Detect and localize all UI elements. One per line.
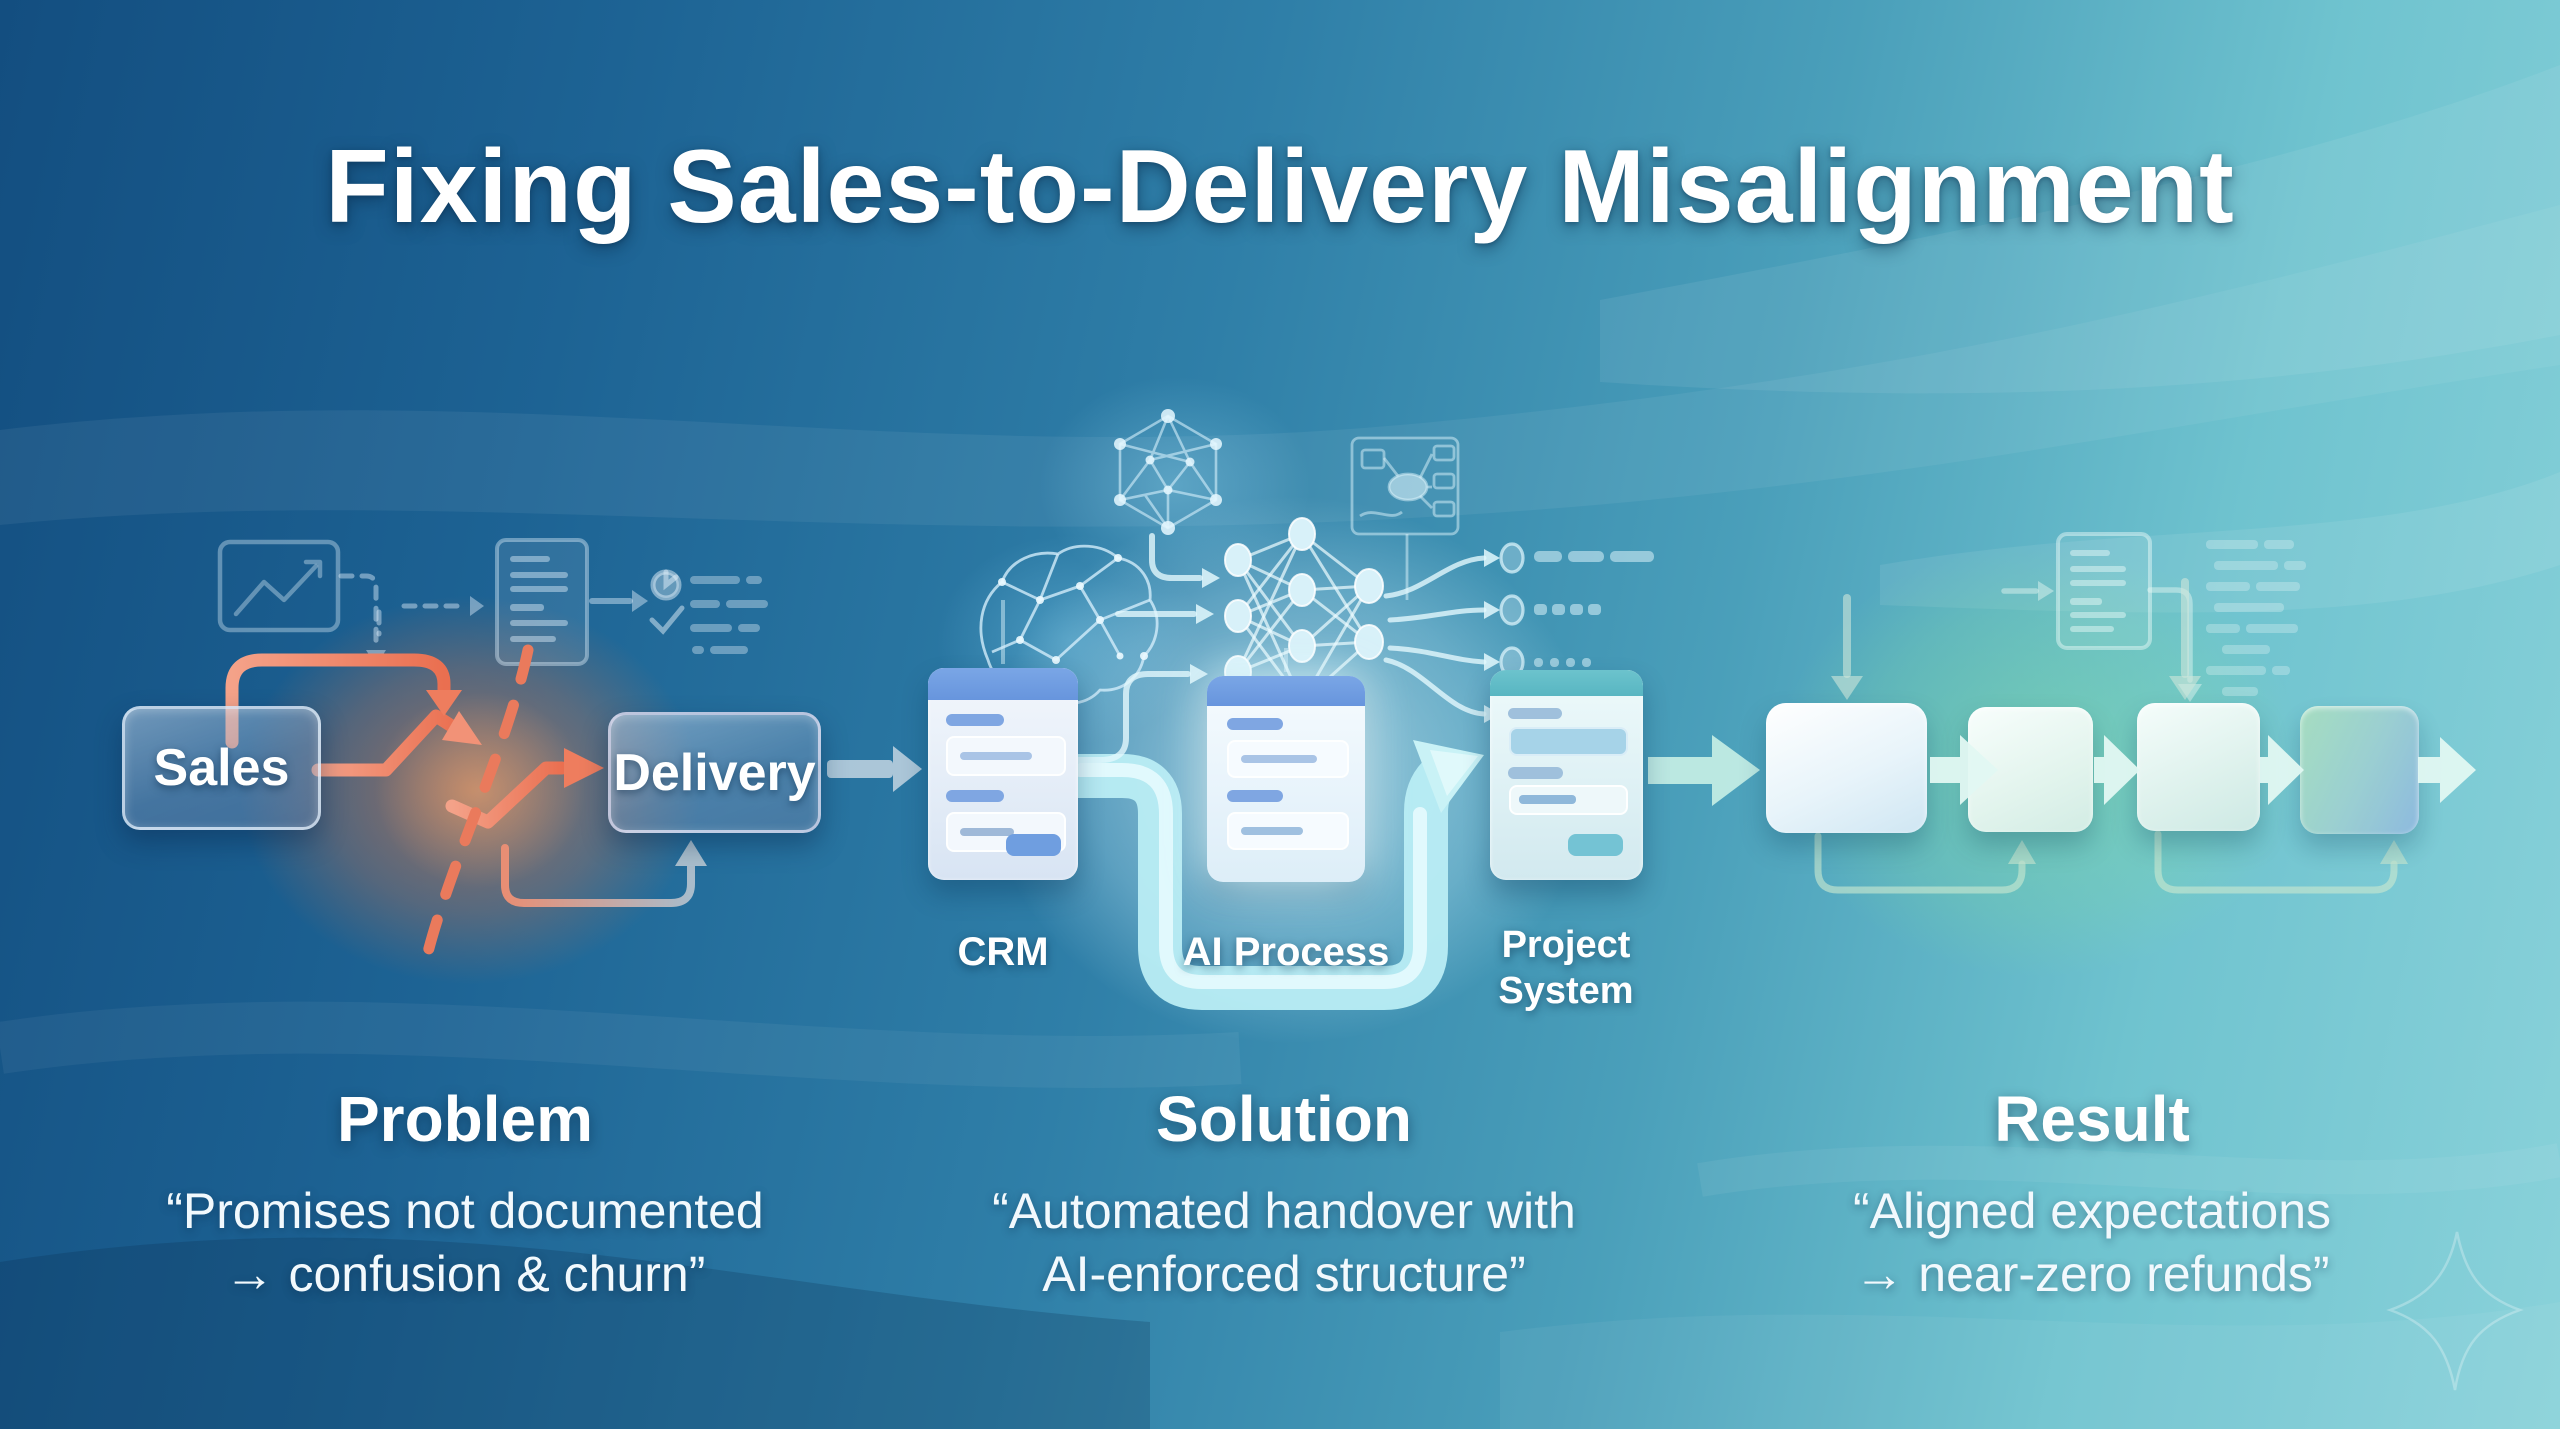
ai-field-chip [1227,718,1283,730]
result-quote: “Aligned expectations → near-zero refund… [1702,1180,2482,1306]
project-field-chip [1508,708,1562,719]
result-step-arrow [2260,735,2304,805]
result-document-lines [2070,550,2126,632]
project-button-shape [1568,834,1623,856]
solution-quote: “Automated handover with AI-enforced str… [894,1180,1674,1306]
result-heading: Result [1994,1083,2190,1155]
result-step-box-4 [2300,706,2419,834]
card-top-connectors [1001,600,1288,672]
cluster-arrowheads [1190,568,1220,684]
ai-process-label: AI Process [1182,930,1390,974]
project-to-result-arrow [1648,735,1760,806]
crm-field-value-bar [960,828,1014,836]
rework-loop-arrow [501,840,707,907]
ai-field-value-bar [1241,827,1303,835]
delivery-box: Delivery [608,712,821,833]
result-document-card-icon [2056,532,2152,650]
sales-box: Sales [122,706,321,830]
solution-quote-line1: “Automated handover with [992,1183,1576,1239]
sales-box-label: Sales [153,739,290,797]
ai-card-header [1207,676,1365,706]
ai-field-value-bar [1241,755,1317,763]
crm-field-value-bar [960,752,1032,760]
crm-card [928,668,1078,880]
result-step-box-3 [2137,703,2260,831]
page-title: Fixing Sales-to-Delivery Misalignment [325,129,2235,245]
misalignment-glow-core [330,650,630,930]
project-card-header [1490,670,1643,696]
crm-card-header [928,668,1078,700]
mesh-nodes [1114,409,1222,535]
pie-check-icon [649,569,685,635]
delivery-box-label: Delivery [613,743,816,802]
result-sketch-arrows [2001,587,2193,683]
result-quote-line2: → near-zero refunds” [1854,1246,2330,1302]
crm-field-row [946,736,1066,776]
ai-field-chip [1227,790,1283,802]
problem-heading: Problem [336,1083,594,1155]
project-system-label: Project System [1498,924,1634,1012]
project-field-chip [1508,767,1563,779]
ai-process-card [1207,676,1365,882]
mesh-glow [980,330,1370,640]
result-step-box-2 [1968,707,2093,832]
project-field-row [1509,785,1628,815]
problem-quote-line1: “Promises not documented [166,1183,764,1239]
brain-nodes [998,554,1148,664]
mesh-network-icon [1118,414,1218,530]
result-quote-line1: “Aligned expectations [1852,1183,2332,1239]
crm-field-chip [946,714,1004,726]
result-sketch-arrowheads [2038,581,2202,702]
code-lines-icon [2206,540,2306,696]
problem-quote: “Promises not documented → confusion & c… [75,1180,855,1306]
result-step-box-1 [1766,703,1927,833]
result-step-arrow [2094,735,2140,805]
result-loop-arrows [1814,830,2398,894]
flow-panel-icon [1350,436,1460,600]
document-lines [510,556,568,642]
dashed-arrowheads [366,596,484,666]
pie-check-lines [690,576,768,654]
project-system-card [1490,670,1643,880]
chart-card-icon [217,539,341,633]
project-field-value-bar [1519,795,1576,804]
result-vertical-arrowheads [1831,676,2201,700]
document-card-icon [495,538,589,666]
result-loop-arrowheads [2008,840,2408,864]
result-step-arrow [2418,737,2476,803]
dashed-flow-arrows [338,573,469,649]
ai-field-row [1227,812,1349,850]
project-field-row [1509,727,1628,756]
crm-field-chip [946,790,1004,802]
dashed-break-line [422,644,534,958]
solution-quote-line2: AI-enforced structure” [1042,1246,1526,1302]
result-vertical-arrows [1843,578,2189,678]
fanout-arrows [1383,555,1487,717]
delivery-to-crm-arrow [827,746,922,792]
crm-label: CRM [957,930,1049,974]
ai-field-row [1227,740,1349,778]
problem-quote-line2: → confusion & churn” [224,1246,706,1302]
sketch-arrowhead [632,590,648,612]
crm-button-shape [1006,834,1061,856]
solution-heading: Solution [1156,1083,1412,1155]
